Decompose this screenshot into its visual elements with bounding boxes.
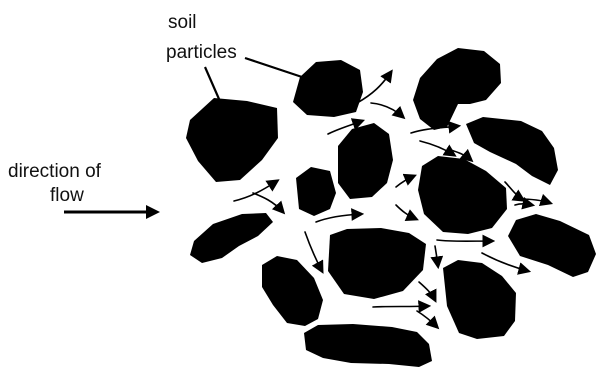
- flow-path-arrow: [396, 176, 414, 187]
- soil-particle: [418, 156, 507, 234]
- flow-path-arrow: [420, 141, 454, 155]
- flow-path-arrow: [316, 214, 361, 222]
- flow-path-arrow: [519, 199, 550, 203]
- soil-leader-line-2: [205, 67, 219, 99]
- soil-particle: [293, 60, 363, 117]
- soil-particle: [186, 98, 278, 182]
- soil-particle: [328, 228, 426, 299]
- flow-path-arrow: [435, 246, 438, 266]
- flow-label-line2: flow: [50, 185, 84, 206]
- flow-path-arrow: [505, 182, 523, 200]
- flow-path-arrow: [396, 205, 416, 219]
- flow-path-arrow: [234, 181, 277, 201]
- soil-label-line2: particles: [166, 42, 237, 63]
- soil-particle: [443, 260, 516, 339]
- flow-path-arrow: [419, 282, 435, 300]
- soil-particle: [304, 324, 432, 367]
- soil-label-line1: soil: [168, 12, 197, 33]
- soil-particle: [296, 167, 336, 216]
- soil-particle: [262, 256, 323, 326]
- flow-path-arrow: [417, 311, 437, 327]
- flow-label-line1: direction of: [8, 161, 102, 182]
- flow-path-arrow: [305, 232, 322, 271]
- flow-path-arrow: [253, 193, 283, 212]
- flow-direction-arrowhead: [146, 205, 160, 219]
- soil-particle: [190, 213, 273, 263]
- flow-path-arrow: [373, 306, 428, 307]
- flow-path-arrow: [371, 103, 403, 117]
- flow-path-arrow: [515, 204, 532, 205]
- soil-leader-line-1: [245, 58, 302, 77]
- soil-particle: [338, 123, 393, 199]
- flow-path-arrow: [437, 240, 492, 241]
- soil-particle: [508, 214, 596, 277]
- soil-particles: [186, 48, 596, 367]
